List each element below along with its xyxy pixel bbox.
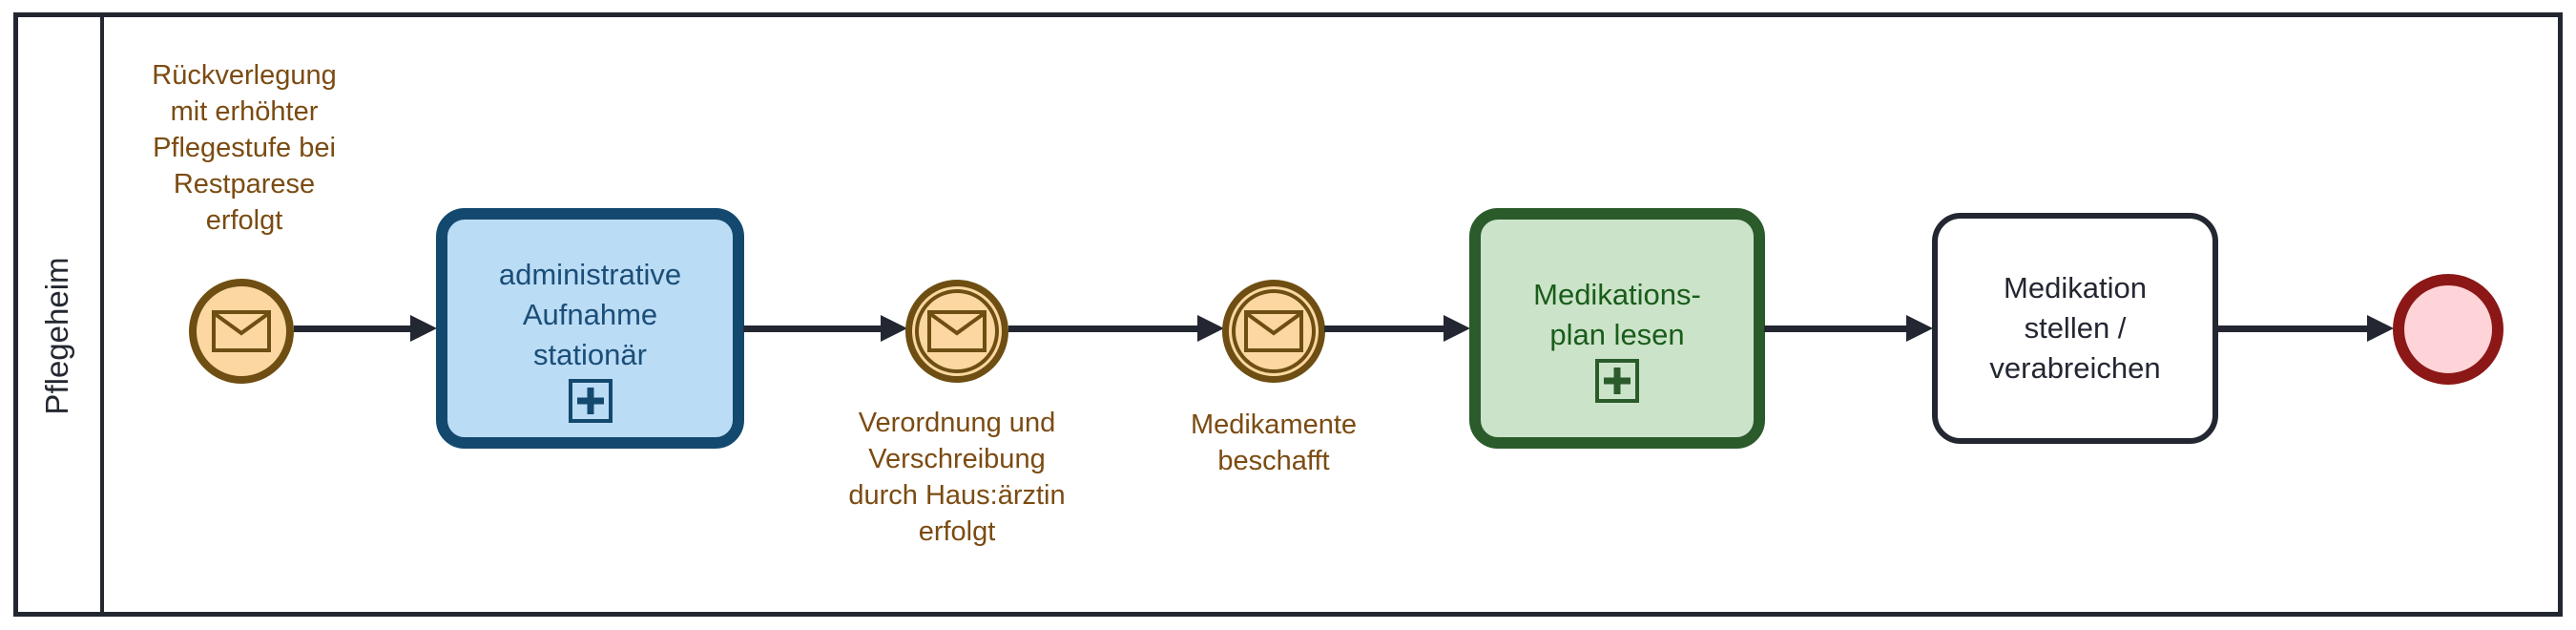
sequence-flow[interactable] xyxy=(1324,315,1470,342)
label-line: Medikation xyxy=(2004,271,2147,304)
label-line: stellen / xyxy=(2024,311,2127,345)
task-label: administrative Aufnahme stationär xyxy=(499,255,681,375)
sequence-flow[interactable] xyxy=(1008,315,1224,342)
end-event[interactable] xyxy=(2393,274,2503,385)
label-line: durch Haus:ärztin xyxy=(848,480,1066,511)
flow-line xyxy=(294,326,414,332)
label-line: beschafft xyxy=(1217,446,1330,476)
message-icon xyxy=(1244,310,1303,352)
arrowhead xyxy=(1906,315,1933,342)
label-line: Medikamente xyxy=(1190,410,1358,440)
label-line: Rückverlegung xyxy=(152,60,337,91)
event-verordnung-label: Verordnung und Verschreibung durch Haus:… xyxy=(785,405,1129,550)
subprocess-plus-icon xyxy=(568,379,613,423)
label-line: erfolgt xyxy=(205,205,283,236)
label-line: Restparese xyxy=(173,169,316,200)
label-line: verabreichen xyxy=(1989,351,2161,385)
flow-line xyxy=(743,326,884,332)
task-medikation-stellen[interactable]: Medikation stellen / verabreichen xyxy=(1932,213,2218,444)
task-medikationsplan-lesen[interactable]: Medikations- plan lesen xyxy=(1469,208,1765,449)
arrowhead xyxy=(881,315,907,342)
start-event-label: Rückverlegung mit erhöhter Pflegestufe b… xyxy=(92,57,397,239)
flow-line xyxy=(1324,326,1447,332)
label-line: Verordnung und xyxy=(858,408,1056,438)
label-line: plan lesen xyxy=(1549,318,1685,351)
flow-line xyxy=(2218,326,2371,332)
sequence-flow[interactable] xyxy=(743,315,907,342)
flow-line xyxy=(1764,326,1910,332)
label-line: erfolgt xyxy=(918,516,996,547)
arrowhead xyxy=(1197,315,1224,342)
start-event[interactable] xyxy=(189,279,294,384)
label-line: mit erhöhter xyxy=(170,96,319,127)
label-line: Pflegestufe bei xyxy=(153,133,336,163)
task-label: Medikation stellen / verabreichen xyxy=(1989,268,2160,388)
arrowhead xyxy=(410,315,437,342)
label-line: Medikations- xyxy=(1533,278,1701,311)
lane-label: Pflegeheim xyxy=(39,257,74,415)
sequence-flow[interactable] xyxy=(1764,315,1933,342)
event-verordnung[interactable] xyxy=(905,280,1008,383)
event-medikamente-beschafft[interactable] xyxy=(1222,280,1325,383)
lane-divider xyxy=(100,12,104,617)
arrowhead xyxy=(2367,315,2394,342)
flow-line xyxy=(1008,326,1201,332)
subprocess-plus-icon xyxy=(1595,359,1639,403)
label-line: stationär xyxy=(533,338,647,371)
task-administrative-aufnahme[interactable]: administrative Aufnahme stationär xyxy=(436,208,744,449)
sequence-flow[interactable] xyxy=(2218,315,2394,342)
label-line: Verschreibung xyxy=(868,444,1046,474)
event-medikamente-label: Medikamente beschafft xyxy=(1121,407,1426,479)
message-icon xyxy=(927,310,987,352)
sequence-flow[interactable] xyxy=(294,315,437,342)
label-line: Aufnahme xyxy=(522,298,658,331)
task-label: Medikations- plan lesen xyxy=(1533,275,1701,355)
label-line: administrative xyxy=(498,258,682,291)
message-icon xyxy=(212,310,271,352)
pool-pflegeheim[interactable] xyxy=(13,12,2563,617)
arrowhead xyxy=(1444,315,1470,342)
intermediate-event-ring xyxy=(1232,289,1316,373)
intermediate-event-ring xyxy=(915,289,999,373)
